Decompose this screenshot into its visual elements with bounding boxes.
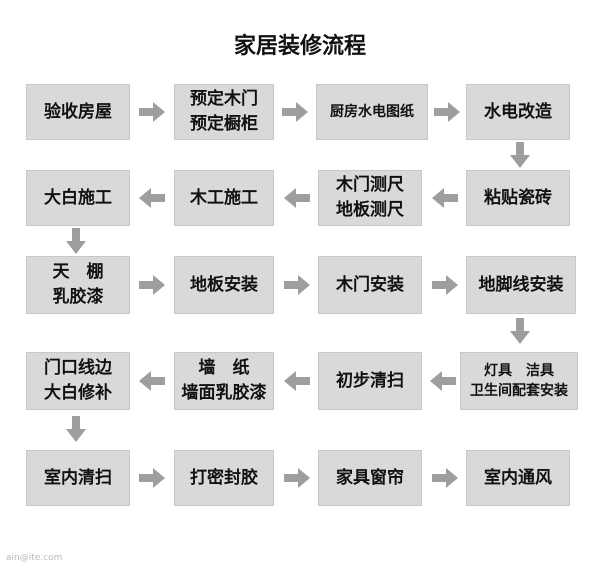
arrow-left-icon — [284, 371, 310, 391]
arrow-left-icon — [139, 371, 165, 391]
step-measure-door-floor: 木门测尺 地板测尺 — [318, 170, 422, 226]
step-label: 水电改造 — [484, 101, 552, 122]
step-label: 墙 纸 — [198, 358, 250, 379]
diagram-title: 家居装修流程 — [233, 34, 366, 59]
step-floor-install: 地板安装 — [174, 256, 274, 314]
step-label: 预定橱柜 — [190, 114, 258, 134]
arrow-down-icon — [66, 228, 86, 254]
step-plumbing-electrical: 水电改造 — [466, 84, 570, 140]
arrow-right-icon — [432, 468, 458, 488]
step-ventilation: 室内通风 — [466, 450, 570, 506]
step-label: 门口线边 — [44, 358, 112, 379]
arrow-down-icon — [510, 142, 530, 168]
arrow-left-icon — [139, 188, 165, 208]
watermark: ain@ite.com — [6, 553, 63, 563]
step-inspect-house: 验收房屋 — [26, 84, 130, 140]
step-label: 地板测尺 — [336, 200, 404, 220]
step-door-install: 木门安装 — [318, 256, 422, 314]
arrow-left-icon — [432, 188, 458, 208]
step-label: 墙面乳胶漆 — [181, 383, 267, 403]
step-label: 木工施工 — [190, 187, 258, 208]
step-label: 打密封胶 — [190, 467, 258, 488]
step-wallpaper-paint: 墙 纸 墙面乳胶漆 — [174, 352, 274, 410]
step-label: 天 棚 — [52, 262, 104, 283]
arrow-right-icon — [139, 468, 165, 488]
step-indoor-clean: 室内清扫 — [26, 450, 130, 506]
step-label: 家具窗帘 — [336, 467, 404, 488]
step-sealant: 打密封胶 — [174, 450, 274, 506]
step-carpentry: 木工施工 — [174, 170, 274, 226]
step-label: 木门安装 — [336, 274, 404, 295]
arrow-right-icon — [284, 275, 310, 295]
step-label: 预定木门 — [190, 89, 258, 110]
step-label: 粘贴瓷砖 — [484, 187, 552, 208]
step-fixtures-install: 灯具 洁具 卫生间配套安装 — [460, 352, 578, 410]
arrow-right-icon — [139, 102, 165, 122]
step-whitewash: 大白施工 — [26, 170, 130, 226]
step-furniture-curtains: 家具窗帘 — [318, 450, 422, 506]
step-label: 地板安装 — [190, 274, 258, 295]
step-label: 木门测尺 — [336, 175, 404, 196]
step-label: 灯具 洁具 — [484, 362, 554, 379]
step-label: 室内清扫 — [44, 467, 112, 488]
arrow-right-icon — [284, 468, 310, 488]
step-label: 地脚线安装 — [478, 274, 564, 295]
arrow-right-icon — [139, 275, 165, 295]
step-label: 初步清扫 — [336, 370, 404, 391]
arrow-right-icon — [432, 275, 458, 295]
step-initial-clean: 初步清扫 — [318, 352, 422, 410]
arrow-right-icon — [434, 102, 460, 122]
step-label: 厨房水电图纸 — [330, 103, 414, 120]
step-door-trim-repair: 门口线边 大白修补 — [26, 352, 130, 410]
step-order-door-cabinet: 预定木门 预定橱柜 — [174, 84, 274, 140]
arrow-left-icon — [284, 188, 310, 208]
step-label: 乳胶漆 — [52, 287, 104, 307]
step-ceiling-paint: 天 棚 乳胶漆 — [26, 256, 130, 314]
step-label: 室内通风 — [484, 467, 552, 488]
step-label: 卫生间配套安装 — [470, 383, 568, 399]
step-kitchen-plumbing-drawing: 厨房水电图纸 — [316, 84, 428, 140]
step-label: 大白修补 — [44, 383, 112, 403]
step-label: 验收房屋 — [44, 101, 112, 122]
arrow-left-icon — [430, 371, 456, 391]
step-tiling: 粘贴瓷砖 — [466, 170, 570, 226]
step-label: 大白施工 — [44, 187, 112, 208]
step-skirting-install: 地脚线安装 — [466, 256, 576, 314]
arrow-down-icon — [510, 318, 530, 344]
arrow-down-icon — [66, 416, 86, 442]
arrow-right-icon — [282, 102, 308, 122]
